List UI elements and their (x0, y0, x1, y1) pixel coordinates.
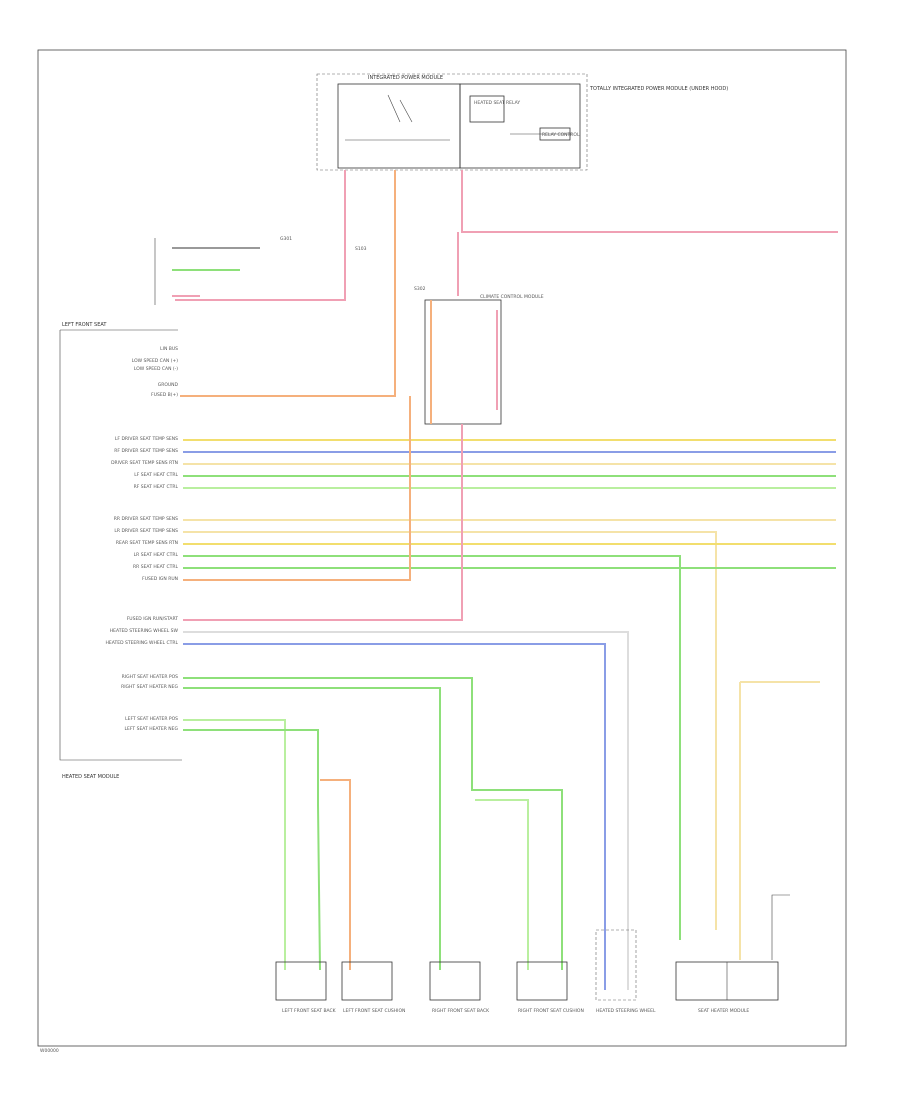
ground-label: G301 (280, 236, 292, 242)
pin-label-15: FUSED IGN RUN (142, 576, 178, 582)
rf-back-label: RIGHT FRONT SEAT BACK (432, 1008, 490, 1014)
steering-wheel-connector: HEATED STEERING WHEEL (595, 929, 656, 1014)
climate-control-box: S302 CLIMATE CONTROL MODULE (414, 286, 544, 425)
steering-wheel-label: HEATED STEERING WHEEL (596, 1008, 656, 1014)
heated-seat-module-label: HEATED SEAT MODULE (62, 774, 119, 780)
pin-label-8: LF SEAT HEAT CTRL (134, 472, 178, 478)
pin-labels: LIN BUS LOW SPEED CAN (+) LOW SPEED CAN … (106, 346, 179, 732)
wire-pink-top-right (461, 170, 838, 233)
power-module: INTEGRATED POWER MODULE TOTALLY INTEGRAT… (316, 73, 728, 171)
left-front-seat-label: LEFT FRONT SEAT (62, 322, 107, 328)
heated-seat-module: LEFT FRONT SEAT HEATED SEAT MODULE (59, 322, 182, 780)
rf-seat-cushion: RIGHT FRONT SEAT CUSHION (516, 961, 584, 1014)
diagram-id: W00000 (40, 1048, 59, 1054)
pin-label-1: LOW SPEED CAN (+) (132, 358, 178, 364)
pin-label-13: LR SEAT HEAT CTRL (134, 552, 179, 558)
relay-label: HEATED SEAT RELAY (474, 100, 520, 106)
wire-green-lf-neg (183, 729, 321, 971)
pin-label-14: RR SEAT HEAT CTRL (133, 564, 178, 570)
pin-label-7: DRIVER SEAT TEMP SENS RTN (111, 460, 178, 466)
wire-orange-2 (183, 396, 411, 581)
wire-lightyellow-3 (183, 531, 717, 930)
pin-label-6: RF DRIVER SEAT TEMP SENS (114, 448, 178, 454)
wire-green-rf-neg (183, 687, 441, 970)
s103-top-label: S103 (355, 246, 367, 252)
page-border (37, 49, 847, 1047)
pin-label-11: LR DRIVER SEAT TEMP SENS (114, 528, 178, 534)
pin-label-22: LEFT SEAT HEATER NEG (125, 726, 179, 732)
lf-cushion-label: LEFT FRONT SEAT CUSHION (343, 1008, 405, 1014)
lf-seat-cushion: LEFT FRONT SEAT CUSHION (341, 961, 405, 1014)
pin-label-19: RIGHT SEAT HEATER POS (122, 674, 178, 680)
wire-grey-1 (183, 631, 629, 990)
lf-seat-back: LEFT FRONT SEAT BACK (275, 961, 337, 1014)
wire-green-lf-pos (183, 719, 286, 970)
totally-integrated-label: TOTALLY INTEGRATED POWER MODULE (UNDER H… (589, 86, 728, 92)
climate-control-label: CLIMATE CONTROL MODULE (480, 294, 544, 300)
pin-label-21: LEFT SEAT HEATER POS (125, 716, 178, 722)
pin-label-5: LF DRIVER SEAT TEMP SENS (115, 436, 178, 442)
relay-control-label: RELAY CONTROL (542, 132, 580, 138)
rf-seat-back: RIGHT FRONT SEAT BACK (429, 961, 490, 1014)
seat-heater-label: SEAT HEATER MODULE (698, 1008, 749, 1014)
pin-label-0: LIN BUS (160, 346, 178, 352)
seat-heater-module: SEAT HEATER MODULE (675, 961, 779, 1014)
power-module-title: INTEGRATED POWER MODULE (368, 75, 443, 81)
wire-orange-top (180, 170, 396, 397)
wire-orange-lf (320, 779, 351, 970)
lf-back-label: LEFT FRONT SEAT BACK (282, 1008, 337, 1014)
wire-green-rf-pos (183, 677, 563, 970)
rf-cushion-label: RIGHT FRONT SEAT CUSHION (518, 1008, 584, 1014)
pin-label-3: GROUND (158, 382, 179, 388)
wire-lightgreen-rf (475, 799, 529, 970)
wire-ground-sh (771, 894, 790, 960)
pin-label-10: RR DRIVER SEAT TEMP SENS (114, 516, 178, 522)
wire-green-2 (183, 555, 681, 940)
wire-blue-2 (183, 643, 606, 990)
wire-pink-top-left (175, 170, 346, 301)
relay-box (469, 95, 505, 123)
pin-label-12: REAR SEAT TEMP SENS RTN (116, 540, 178, 546)
pin-label-18: HEATED STEERING WHEEL CTRL (106, 640, 179, 646)
pin-label-17: HEATED STEERING WHEEL SW (110, 628, 179, 634)
wire-lightyellow-sh (739, 681, 820, 960)
pin-label-2: LOW SPEED CAN (-) (134, 366, 178, 372)
pin-label-4: FUSED B(+) (151, 392, 178, 398)
s302-label: S302 (414, 286, 426, 292)
left-top-connectors: G301 S103 (154, 236, 367, 305)
wire-pink-2 (183, 424, 463, 621)
pin-label-16: FUSED IGN RUN/START (127, 616, 179, 622)
pin-label-9: RF SEAT HEAT CTRL (134, 484, 179, 490)
pin-label-20: RIGHT SEAT HEATER NEG (121, 684, 178, 690)
